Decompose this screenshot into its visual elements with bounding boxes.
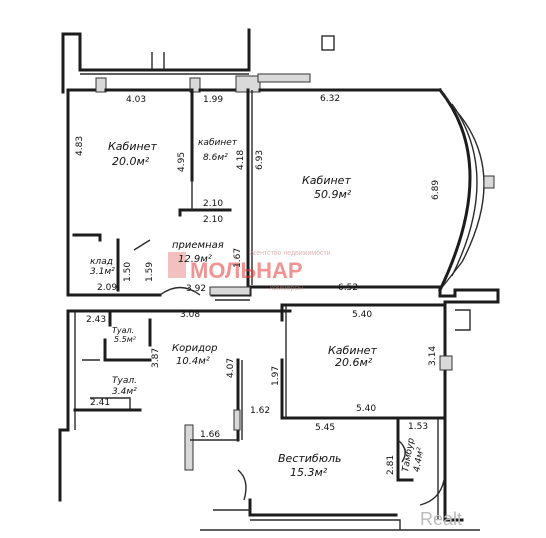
dim-label: 6.52 [338,283,358,293]
dimension-labels: 4.03 1.99 6.32 4.83 4.18 4.95 6.93 2.10 … [75,94,441,475]
dim-label: 1.50 [123,262,133,282]
room-name-wc2: Туал. [112,376,137,386]
dim-label: 2.43 [86,315,106,325]
watermark-top: агентство недвижимости [250,250,331,257]
corner-watermark: Realt [420,509,462,529]
dim-label: 3.87 [151,348,161,368]
room-area-cabinet1: 20.0м² [112,155,150,168]
dim-label: 6.89 [431,180,441,200]
upper-structure [61,28,335,94]
room-name-corridor: Коридор [172,343,217,354]
dim-label: 1.99 [203,95,223,105]
dim-label: 2.10 [203,199,223,209]
room-name-cabinet2: кабинет [198,138,238,148]
dim-label: 2.81 [386,455,396,475]
dim-label: 1.67 [233,248,243,268]
room-area-wc2: 3.4м² [112,387,137,397]
dim-label: 3.92 [186,284,206,294]
room-name-cabinet3: Кабинет [302,174,351,187]
watermark-bottom: коммерсы [270,285,303,292]
dim-label: 4.03 [126,95,146,105]
dim-label: 6.32 [320,94,340,104]
dim-label: 2.09 [97,283,117,293]
dim-label: 1.66 [200,430,220,440]
dim-label: 4.83 [75,136,85,156]
room-name-vestibule: Вестибюль [278,452,341,465]
room-labels: Кабинет 20.0м² кабинет 8.6м² Кабинет 50.… [90,138,426,479]
dim-label: 3.14 [428,346,438,366]
dim-label: 5.40 [352,310,372,320]
brand-logo [168,252,186,278]
room-area-cabinet4: 20.6м² [335,356,373,369]
dim-label: 1.59 [145,262,155,282]
watermark-brand: МОЛЬНАР [190,258,303,283]
room-area-tambour: 4.4м² [412,446,426,472]
room-name-cabinet1: Кабинет [108,140,157,153]
room-area-cabinet3: 50.9м² [314,188,352,201]
outer-walls [58,73,500,531]
room-name-wc1: Туал. [112,326,134,335]
room-name-cabinet4: Кабинет [328,344,377,357]
watermark: агентство недвижимости МОЛЬНАР коммерсы … [168,250,462,529]
room-name-storage: клад [90,257,113,267]
room-area-wc1: 5.5м² [114,335,137,344]
room-area-cabinet2: 8.6м² [203,153,228,163]
room-area-reception: 12.9м² [178,254,212,265]
room-area-corridor: 10.4м² [176,356,210,367]
dim-label: 4.07 [226,358,236,378]
room-area-storage: 3.1м² [90,267,115,277]
dim-label: 5.40 [356,404,376,414]
room-area-vestibule: 15.3м² [290,466,328,479]
dim-label: 1.62 [250,406,270,416]
dim-label: 1.53 [408,422,428,432]
dim-label: 5.45 [315,423,335,433]
room-name-reception: приемная [172,240,224,251]
dim-label: 2.10 [203,215,223,225]
interior-walls [66,88,447,506]
dim-label: 1.97 [271,366,281,386]
dim-label: 6.93 [255,150,265,170]
dim-label: 3.08 [180,310,200,320]
dim-label: 2.41 [90,398,110,408]
dim-label: 4.18 [236,150,246,170]
dim-label: 4.95 [177,152,187,172]
